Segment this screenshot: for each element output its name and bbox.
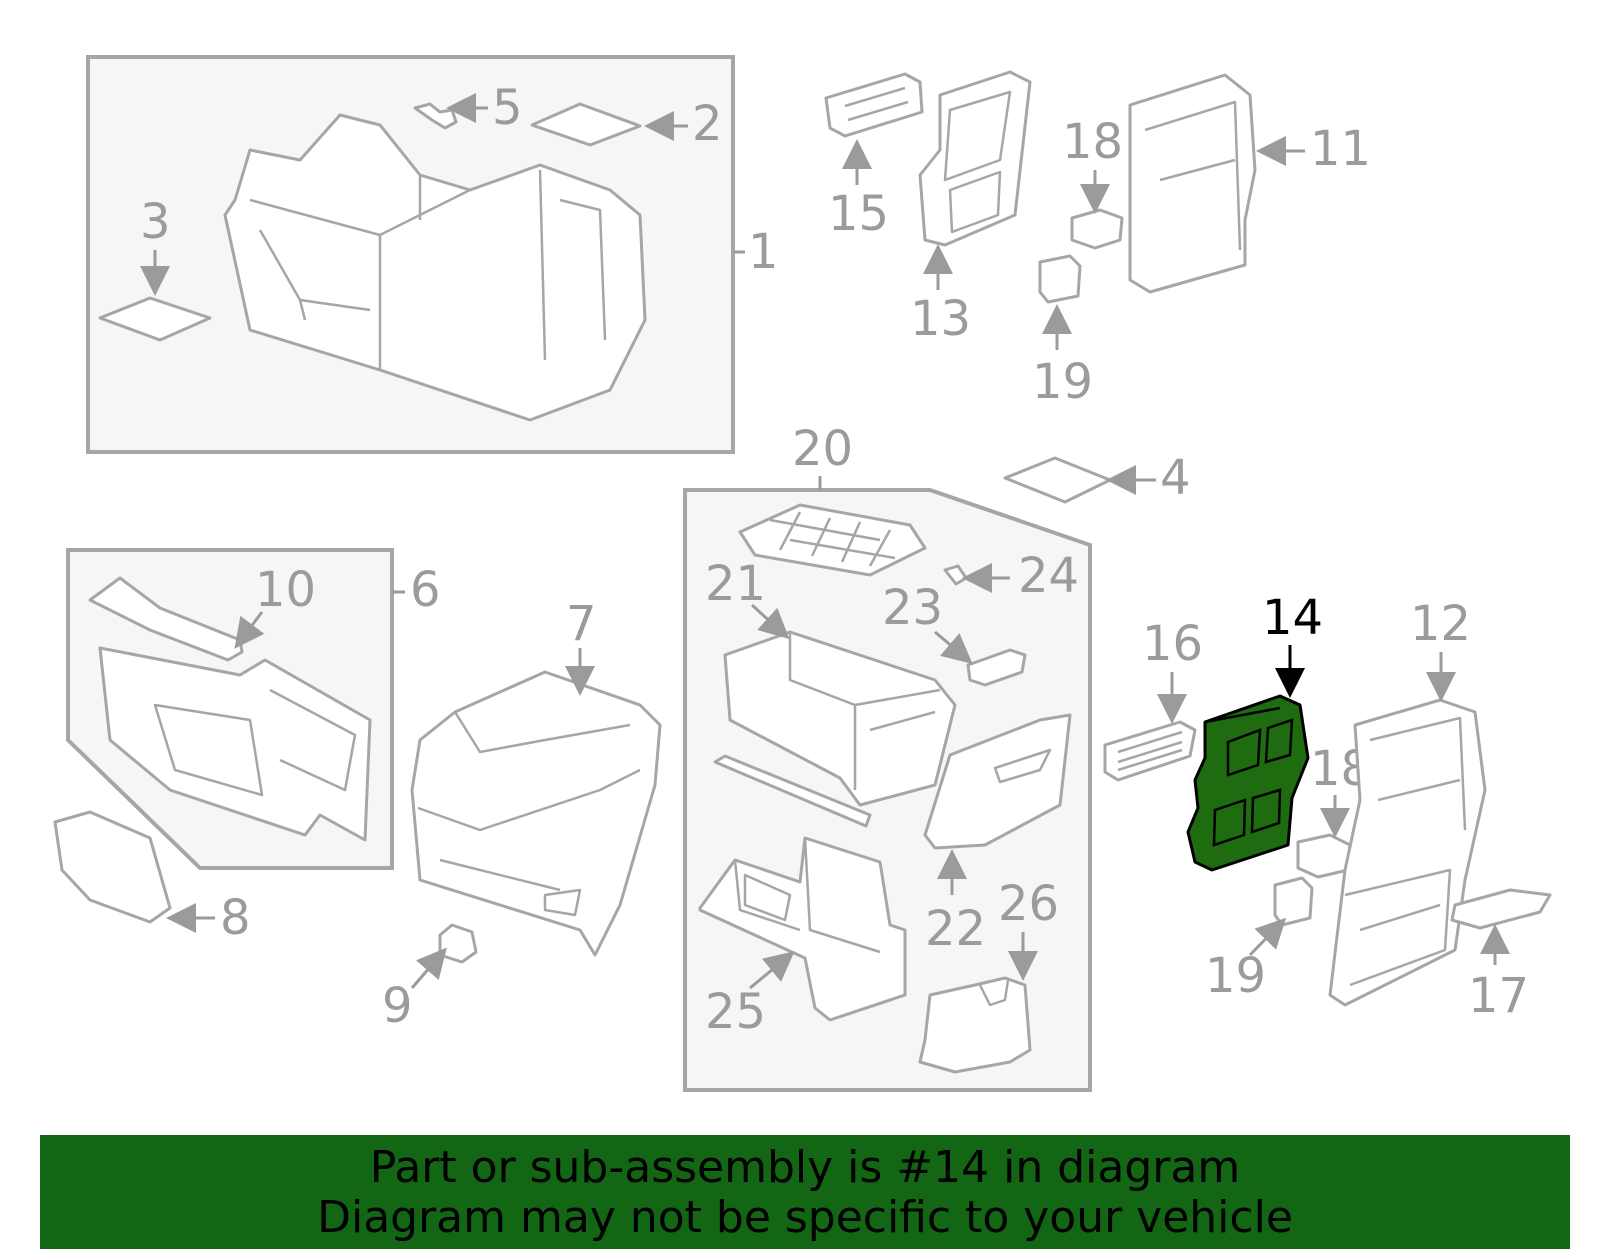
callout-8[interactable]: 8 [220,890,251,946]
callout-6[interactable]: 6 [410,562,441,618]
callout-19-bottom[interactable]: 19 [1205,948,1266,1004]
callout-19-top[interactable]: 19 [1032,354,1093,410]
part-14-highlighted-bezel[interactable] [1186,694,1310,872]
part-19-switch-bottom[interactable] [1273,876,1314,927]
part-25-frame[interactable] [698,836,907,1022]
banner-line-1: Part or sub-assembly is #14 in diagram [369,1142,1241,1193]
callout-16[interactable]: 16 [1142,616,1203,672]
part-20-grid-cover[interactable] [738,503,927,577]
callout-21[interactable]: 21 [705,556,766,612]
part-18-usb-top[interactable] [1070,208,1124,250]
callout-14[interactable]: 14 [1262,590,1323,646]
callout-7[interactable]: 7 [566,596,597,652]
part-21-bin[interactable] [723,630,957,807]
part-22-door[interactable] [923,713,1072,850]
callout-2[interactable]: 2 [692,96,723,152]
callout-23[interactable]: 23 [882,580,943,636]
callout-25[interactable]: 25 [705,984,766,1040]
callout-13[interactable]: 13 [910,291,971,347]
part-18-usb-bottom[interactable] [1296,833,1352,879]
callout-1[interactable]: 1 [748,224,779,280]
callout-12[interactable]: 12 [1410,596,1471,652]
part-11-rear-trim[interactable] [1128,73,1257,294]
part-26-bracket[interactable] [918,976,1032,1074]
callout-11[interactable]: 11 [1310,121,1371,177]
callout-4[interactable]: 4 [1160,450,1191,506]
part-1-console-base[interactable] [223,113,647,422]
callout-15[interactable]: 15 [828,186,889,242]
part-12-rear-panel[interactable] [1328,698,1487,1007]
part-9-cap[interactable] [438,923,478,964]
info-banner: Part or sub-assembly is #14 in diagram D… [40,1135,1570,1249]
part-17-pad[interactable] [1450,888,1552,930]
part-21-rail[interactable] [713,754,872,828]
callout-10[interactable]: 10 [255,562,316,618]
part-13-bezel[interactable] [918,70,1032,247]
part-19-switch-top[interactable] [1038,254,1082,304]
part-16-vent[interactable] [1103,720,1197,782]
part-6-side-panel[interactable] [98,646,372,842]
callout-20[interactable]: 20 [792,421,853,477]
part-23-latch[interactable] [966,648,1027,687]
banner-line-2: Diagram may not be specific to your vehi… [317,1192,1293,1243]
callout-5[interactable]: 5 [492,80,523,136]
callout-18-top[interactable]: 18 [1062,114,1123,170]
callout-9[interactable]: 9 [382,978,413,1034]
part-3-pad[interactable] [98,296,212,342]
part-15-control-panel[interactable] [824,72,924,138]
part-8-pad[interactable] [53,810,172,924]
callout-26[interactable]: 26 [998,876,1059,932]
callout-22[interactable]: 22 [925,901,986,957]
part-4-pad[interactable] [1003,456,1112,504]
part-7-side-panel[interactable] [410,670,662,957]
part-2-pad[interactable] [530,102,642,147]
callout-24[interactable]: 24 [1018,548,1079,604]
callout-17[interactable]: 17 [1468,968,1529,1024]
callout-3[interactable]: 3 [140,194,171,250]
